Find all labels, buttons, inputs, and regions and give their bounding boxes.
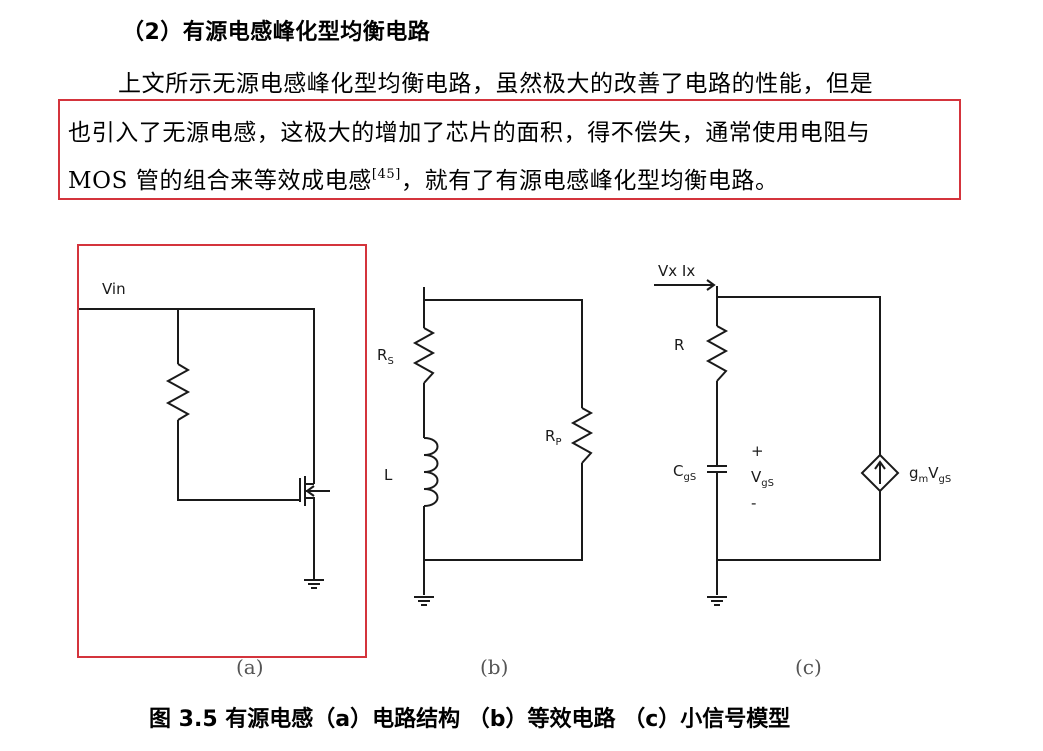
label-vx-ix: Vx Ix: [658, 262, 695, 280]
resistor-a: [165, 363, 191, 421]
label-vgs: VgS: [751, 468, 774, 489]
sublabel-a: (a): [236, 655, 264, 679]
label-vin: Vin: [102, 280, 126, 298]
sublabel-b: (b): [480, 655, 509, 679]
sublabel-c: (c): [795, 655, 822, 679]
label-l: L: [384, 466, 393, 484]
paragraph-line-3-tail: ，就有了有源电感峰化型均衡电路。: [400, 168, 779, 194]
label-rp: RP: [545, 427, 561, 448]
input-arrowhead-c: [706, 279, 716, 291]
wire-gate-a: [177, 420, 300, 501]
paragraph-line-1: 上文所示无源电感峰化型均衡电路，虽然极大的改善了电路的性能，但是: [118, 71, 874, 97]
circuit-a: [79, 308, 330, 589]
wire-rp-bottom-b: [424, 463, 583, 561]
label-plus: +: [751, 442, 764, 460]
wire-source-bottom-c: [717, 491, 881, 561]
inductor-l-b: [423, 437, 439, 507]
circuit-b: [412, 287, 594, 606]
paragraph-line-3-text: MOS 管的组合来等效成电感: [68, 168, 372, 194]
wire-input-a: [79, 308, 315, 484]
label-gm-vgs: gmVgS: [909, 464, 951, 485]
figure-caption: 图 3.5 有源电感（a）电路结构 （b）等效电路 （c）小信号模型: [149, 707, 791, 732]
label-cgs: CgS: [673, 462, 696, 483]
resistor-rp-b: [570, 407, 594, 464]
wire-top-c: [716, 286, 881, 455]
circuit-c: [654, 279, 900, 606]
figure-a-highlight-box: [77, 244, 367, 658]
text-highlight-box: [58, 99, 961, 200]
wire-top-b: [423, 287, 583, 408]
dep-source-arrowhead-c: [874, 460, 886, 470]
label-r-c: R: [674, 336, 684, 354]
mos-source-a: [305, 497, 315, 580]
label-rs: RS: [377, 346, 394, 367]
resistor-rs-b: [412, 327, 436, 384]
resistor-r-c: [705, 325, 729, 382]
section-heading: （2）有源电感峰化型均衡电路: [122, 20, 431, 45]
paragraph-line-2: 也引入了无源电感，这极大的增加了芯片的面积，得不偿失，通常使用电阻与: [68, 120, 871, 146]
citation-ref: [45]: [371, 167, 401, 182]
mos-arrow-a: [305, 485, 315, 497]
paragraph-line-3: MOS 管的组合来等效成电感[45]，就有了有源电感峰化型均衡电路。: [68, 161, 779, 195]
label-minus: -: [751, 494, 756, 512]
